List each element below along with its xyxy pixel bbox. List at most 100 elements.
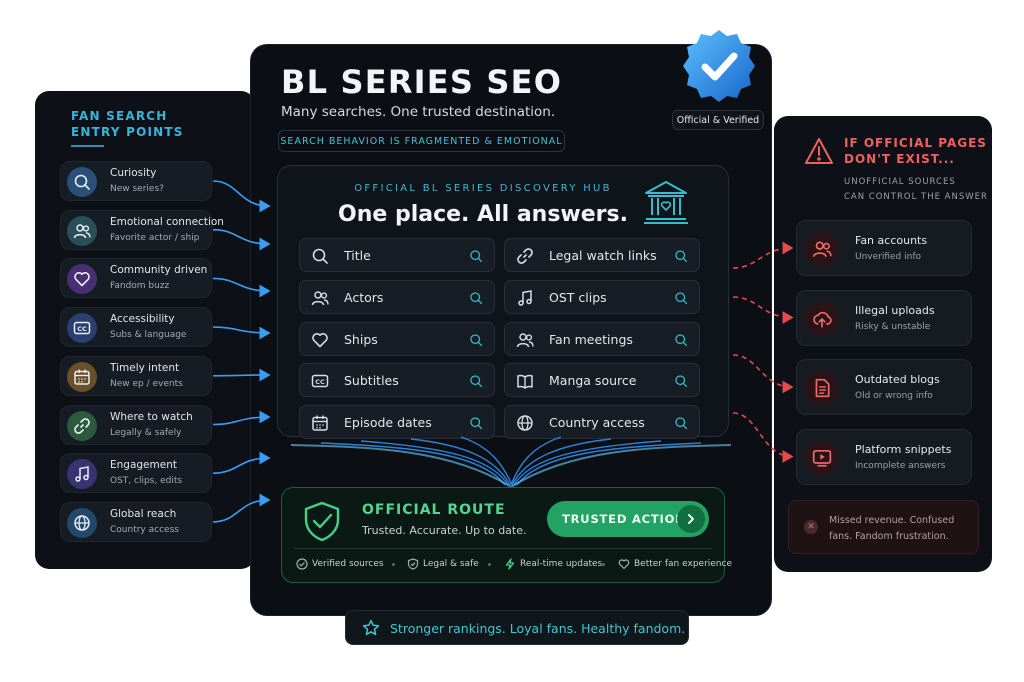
fan-search-entry-points-panel: FAN SEARCH ENTRY POINTS Curiosity New se… — [35, 91, 255, 569]
hub-button-subtitles[interactable]: CC Subtitles — [299, 363, 495, 398]
risk-title: Fan accounts — [855, 234, 928, 247]
entry-title: Global reach — [110, 507, 177, 520]
risk-fan-accounts[interactable]: Fan accounts Unverified info — [796, 220, 972, 276]
search-icon — [470, 250, 483, 263]
hub-button-actors[interactable]: Actors — [299, 279, 495, 314]
entry-subtitle: Subs & language — [110, 330, 187, 341]
hub-button-legal-watch-links[interactable]: Legal watch links — [504, 238, 700, 272]
risk-title: Illegal uploads — [855, 303, 935, 317]
outcome-text: Stronger rankings. Loyal fans. Healthy f… — [390, 621, 686, 636]
hub-button-label: Ships — [344, 331, 378, 347]
official-route-card: OFFICIAL ROUTE Trusted. Accurate. Up to … — [281, 487, 732, 583]
warning-icon — [805, 138, 833, 164]
bl-series-seo-panel: BL SERIES SEO Many searches. One trusted… — [251, 45, 771, 615]
trusted-action-button[interactable]: TRUSTED ACTION — [547, 501, 709, 537]
hub-button-manga-source[interactable]: Manga source — [504, 363, 700, 398]
users-icon — [516, 332, 534, 347]
entry-subtitle: Country access — [110, 524, 179, 535]
entry-point-where-to-watch[interactable]: Where to watch Legally & safely — [60, 404, 212, 445]
heart-icon — [67, 264, 97, 295]
risk-title: Platform snippets — [855, 442, 952, 456]
entry-title: Accessibility — [110, 313, 175, 326]
warning-title: IF OFFICIAL PAGES DON'T EXIST... — [844, 136, 987, 166]
search-icon — [470, 333, 483, 346]
institution-icon — [644, 181, 688, 224]
official-route-title: OFFICIAL ROUTE — [362, 502, 506, 518]
discovery-hub: OFFICIAL BL SERIES DISCOVERY HUB One pla… — [277, 165, 729, 440]
hub-label: OFFICIAL BL SERIES DISCOVERY HUB — [354, 183, 612, 194]
calendar-icon — [312, 415, 328, 431]
risk-subtitle: Unverified info — [855, 252, 922, 262]
music-icon — [518, 289, 532, 306]
title-underline — [71, 145, 104, 147]
chevron-right-icon — [677, 505, 705, 533]
hub-button-title[interactable]: Title — [299, 238, 495, 272]
star-icon — [362, 619, 380, 636]
calendar-icon — [67, 361, 97, 392]
entry-point-curiosity[interactable]: Curiosity New series? — [60, 161, 212, 201]
hub-button-label: Fan meetings — [549, 331, 633, 347]
trusted-action-label: TRUSTED ACTION — [562, 512, 686, 526]
hub-button-fan-meetings[interactable]: Fan meetings — [504, 321, 700, 356]
close-icon: ✕ — [804, 520, 818, 534]
hub-roots-glow — [291, 436, 731, 488]
feature-better-fan-experience: Better fan experience — [618, 558, 732, 570]
svg-text:CC: CC — [77, 325, 87, 333]
hub-button-ships[interactable]: Ships — [299, 321, 495, 356]
entry-title: Where to watch — [110, 410, 193, 423]
unofficial-sources-panel: IF OFFICIAL PAGES DON'T EXIST... UNOFFIC… — [774, 116, 992, 572]
risk-platform-snippets[interactable]: Platform snippets Incomplete answers — [796, 428, 972, 485]
entry-point-engagement[interactable]: Engagement OST, clips, edits — [60, 453, 212, 494]
check-circle-icon — [296, 558, 308, 570]
entry-subtitle: Favorite actor / ship — [110, 232, 200, 243]
search-icon — [470, 375, 483, 388]
lightning-icon — [505, 558, 515, 570]
users-icon — [311, 291, 329, 306]
music-icon — [67, 459, 97, 490]
search-icon — [675, 333, 688, 346]
entry-title: Curiosity — [110, 167, 157, 179]
feature-real-time-updates: Real-time updates — [504, 558, 602, 570]
search-icon — [675, 417, 688, 430]
separator-dot — [392, 563, 395, 566]
hub-button-episode-dates[interactable]: Episode dates — [299, 405, 495, 440]
search-icon — [675, 250, 688, 263]
entry-subtitle: Fandom buzz — [110, 281, 170, 292]
separator-dot — [602, 563, 605, 566]
entry-point-timely-intent[interactable]: Timely intent New ep / events — [60, 355, 212, 396]
link-icon — [67, 410, 97, 441]
book-icon — [517, 375, 533, 390]
entry-title: Community driven — [110, 264, 208, 277]
entry-point-global-reach[interactable]: Global reach Country access — [60, 501, 212, 542]
heart-icon — [312, 332, 328, 347]
risk-subtitle: Old or wrong info — [855, 391, 933, 401]
separator-dot — [488, 563, 491, 566]
warning-subtitle: UNOFFICIAL SOURCES CAN CONTROL THE ANSWE… — [844, 177, 988, 202]
page-subtitle: Many searches. One trusted destination. — [281, 104, 556, 120]
entry-title: Emotional connection — [110, 215, 224, 228]
fragmented-search-pill: SEARCH BEHAVIOR IS FRAGMENTED & EMOTIONA… — [278, 130, 565, 152]
hub-button-ost-clips[interactable]: OST clips — [504, 279, 700, 314]
page-title: BL SERIES SEO — [281, 63, 563, 101]
entry-point-accessibility[interactable]: CC Accessibility Subs & language — [60, 307, 212, 348]
verified-badge-icon — [683, 30, 755, 102]
shield-check-icon — [304, 501, 340, 542]
entry-point-emotional-connection[interactable]: Emotional connection Favorite actor / sh… — [60, 209, 224, 250]
risk-outdated-blogs[interactable]: Outdated blogs Old or wrong info — [796, 359, 972, 415]
cc-icon: CC — [67, 313, 97, 344]
outcome-banner: Stronger rankings. Loyal fans. Healthy f… — [345, 610, 689, 645]
risk-illegal-uploads[interactable]: Illegal uploads Risky & unstable — [796, 289, 972, 346]
entry-point-community-driven[interactable]: Community driven Fandom buzz — [60, 258, 212, 299]
hub-button-label: Manga source — [549, 373, 637, 389]
hub-button-label: OST clips — [549, 289, 607, 305]
risk-subtitle: Risky & unstable — [855, 321, 931, 332]
entry-subtitle: OST, clips, edits — [110, 476, 183, 487]
hub-button-label: Country access — [549, 415, 645, 431]
entry-subtitle: Legally & safely — [110, 427, 182, 438]
hub-button-country-access[interactable]: Country access — [504, 405, 700, 440]
video-icon — [805, 440, 839, 475]
upload-icon — [805, 301, 839, 336]
hub-button-label: Title — [344, 248, 371, 263]
missed-revenue-note: ✕ Missed revenue. Confused fans. Fandom … — [788, 500, 979, 554]
globe-icon — [517, 415, 533, 431]
